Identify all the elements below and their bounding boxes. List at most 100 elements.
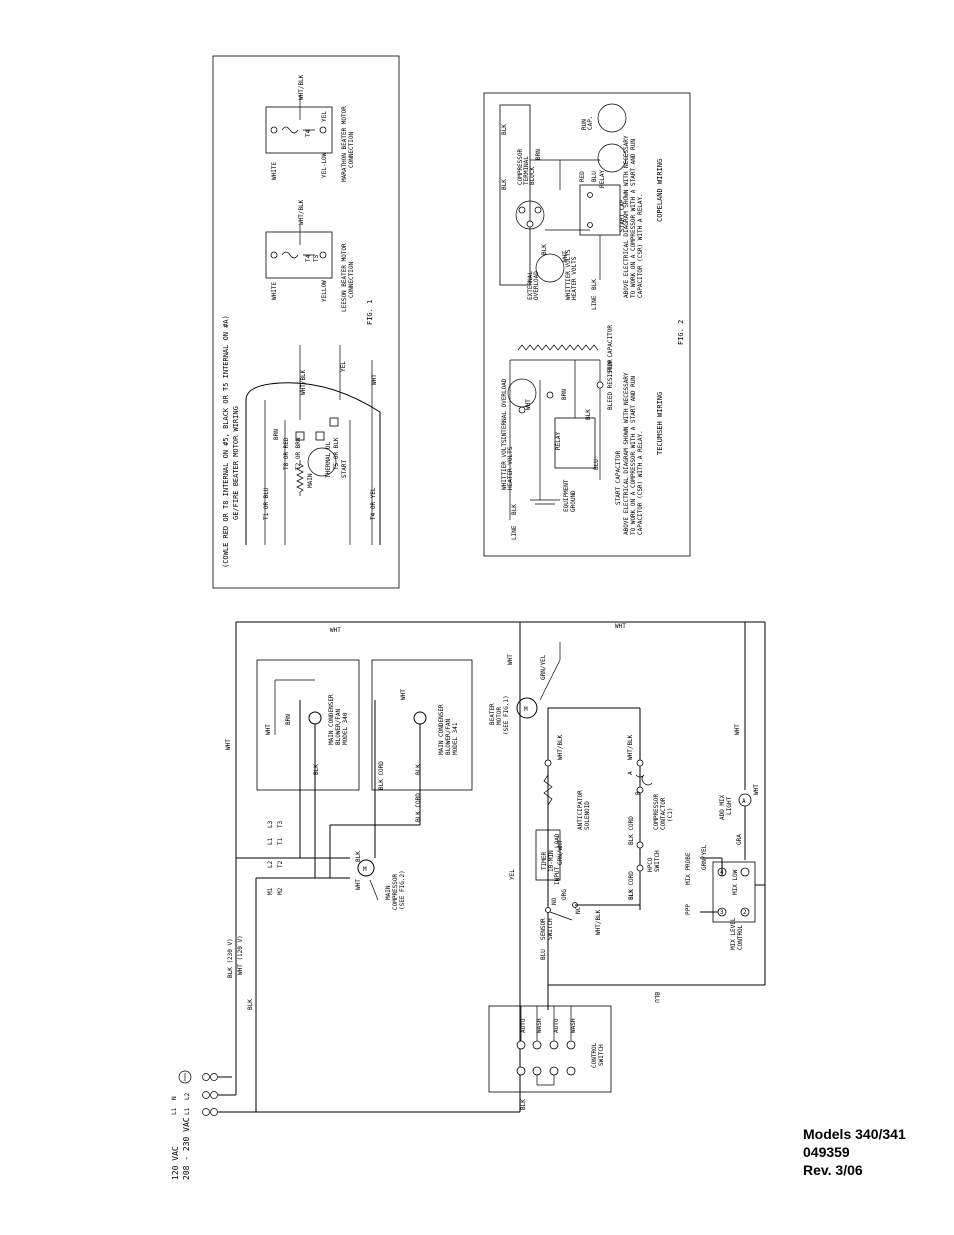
mix-low: MIX LOW <box>732 869 739 895</box>
compressor-label-3: (SEE FIG.2) <box>399 870 406 910</box>
mix-t2: 2 <box>743 909 747 916</box>
timer-input: INPUT <box>554 867 561 885</box>
supply-n: N <box>171 1096 178 1100</box>
switch-contact[interactable] <box>516 1040 526 1050</box>
fig1-t4-yel: T4 OR YEL <box>370 487 377 520</box>
antic-grn-wht: GRN/WHT <box>557 839 564 865</box>
copeland-blu: BLU <box>591 171 598 182</box>
beater-ground <box>539 659 561 701</box>
tecumseh-start-cap: START CAPACITOR <box>615 450 622 505</box>
tecumseh-whittier-2: HEATER VOLTS <box>507 446 514 490</box>
copeland-note-2: TO WORK ON A COMPRESSOR WITH A START AND… <box>630 139 637 298</box>
supply-l2: L2 <box>184 1092 191 1100</box>
label-wht-top2: WHT <box>615 623 626 630</box>
switch-contact[interactable] <box>516 1066 526 1076</box>
sensor-label-1: SENSOR <box>540 918 547 940</box>
tecumseh-terminal <box>518 406 526 414</box>
fig1-main-label: MAIN <box>307 473 314 488</box>
fig1-label: FIG. 1 <box>366 300 374 325</box>
fig1-start-label: START <box>341 460 348 478</box>
mix-terminal-a <box>740 867 750 877</box>
hpco-label-2: SWITCH <box>654 850 661 872</box>
tecumseh-bleed: BLEED RESISTOR <box>607 359 614 410</box>
contactor-wht-blk: WHT/BLK <box>627 734 634 760</box>
contactor-terminals: L1 L2 L3 T1 T2 T3 M1 M2 <box>267 820 284 895</box>
copeland-blk3: BLK <box>541 244 548 255</box>
switch-contact[interactable] <box>566 1040 576 1050</box>
copeland-note-1: ABOVE ELECTRICAL DIAGRAM SHOWN WITH NECE… <box>623 135 630 298</box>
leeson-t5: T5 <box>313 254 320 262</box>
switch-auto2: AUTO <box>553 1018 560 1033</box>
tecumseh-run-cap-label: RUN CAPACITOR <box>607 325 614 372</box>
copeland-terminal <box>518 206 526 214</box>
fig1-header-line2: (COWLE RED OR T8 INTERNAL ON #5, BLACK O… <box>222 315 230 568</box>
contactor-label-2: CONTACTOR <box>660 797 667 830</box>
antic-wht-blk: WHT/BLK <box>557 734 564 760</box>
main-schematic: 120 VAC 208 - 230 VAC L1 L1 L2 N WHT BLK… <box>171 621 766 1180</box>
switch-auto: AUTO <box>520 1018 527 1033</box>
switch-contact[interactable] <box>549 1066 559 1076</box>
tecumseh-ground-2: GROUND <box>570 490 577 512</box>
tecumseh-title: TECUMSEH WIRING <box>656 392 664 455</box>
supply-l1b: L1 <box>184 1107 191 1115</box>
contactor-a: A <box>627 771 634 775</box>
fig1-t2-brn: T2 OR BRN <box>295 437 302 470</box>
tecumseh-brn: BRN <box>561 389 568 400</box>
marathon-caption-1: MARATHON BEATER MOTOR <box>341 106 348 182</box>
copeland-relay-label: RELAY <box>599 170 606 188</box>
leeson-winding <box>281 251 315 259</box>
supply-plugs <box>202 1073 218 1116</box>
add-mix-wht2: WHT <box>753 784 760 795</box>
condenser-341-blk-label: BLK <box>415 764 422 775</box>
term-m2: M2 <box>277 887 284 895</box>
copeland-blk: BLK <box>501 124 508 135</box>
fig1-wht: WHT <box>371 374 378 385</box>
copeland-comp-terminal-1: COMPRESSOR <box>517 148 524 185</box>
compressor-m: M <box>363 866 367 873</box>
tecumseh-blk: BLK <box>511 504 518 515</box>
copeland-red: RED <box>579 171 586 182</box>
sensor-wht-blk: WHT/BLK <box>595 909 602 935</box>
switch-contact[interactable] <box>532 1066 542 1076</box>
fig1-brn: BRN <box>273 429 280 440</box>
hpco-blk-cord2: BLK CORD <box>628 871 635 900</box>
add-mix-light-a: A <box>742 798 746 805</box>
tecumseh-whittier-1: WHITTIER VOLTS <box>501 439 508 490</box>
label-yel: YEL <box>509 869 516 880</box>
antic-solenoid-coil <box>543 774 553 806</box>
copeland-blk4: BLK <box>591 279 598 290</box>
switch-contact[interactable] <box>549 1040 559 1050</box>
antic-label-1: ANTICIPATOR <box>577 790 584 830</box>
sensor-blu: BLU <box>540 949 547 960</box>
contactor-terminal <box>636 786 644 794</box>
switch-contact[interactable] <box>532 1040 542 1050</box>
marathon-wht-blk: WHT/BLK <box>298 74 305 100</box>
fig1-start-winding <box>307 447 337 477</box>
beater-wht: WHT <box>507 654 514 665</box>
hpco-terminal <box>636 864 644 872</box>
condenser-341-label-1: MAIN CONDENSER <box>438 704 445 755</box>
copeland-run-cap-2: CAP. <box>587 116 594 130</box>
switch-contact[interactable] <box>566 1066 576 1076</box>
fig1-t8-red: T8 OR RED <box>283 437 290 470</box>
mix-probe: MIX PROBE <box>685 852 692 885</box>
fig2-label: FIG. 2 <box>677 320 685 345</box>
copeland-brn: BRN <box>535 149 542 160</box>
compressor-label-2: COMPRESSOR <box>392 873 399 910</box>
condenser-340-motor <box>308 711 322 725</box>
fig2-border <box>483 92 691 557</box>
copeland-comp-terminal-3: BLOCK <box>529 167 536 185</box>
marathon-connection-box <box>265 106 333 154</box>
compressor-ground <box>369 879 379 901</box>
fig1-border <box>212 55 400 589</box>
tecumseh-ground-1: EQUIPMENT <box>563 479 570 512</box>
fig1-wht-blk: WHT/BLK <box>300 369 307 395</box>
hpco-blk-cord: BLK CORD <box>628 816 635 845</box>
fig1-terminal <box>329 417 339 427</box>
tecumseh-line: LINE <box>511 525 518 540</box>
contactor-label-3: (C1) <box>667 808 674 822</box>
fig1-t1-blu: T1 OR BLU <box>263 487 270 520</box>
part-number: 049359 <box>803 1144 850 1160</box>
fig1-main-winding <box>296 460 304 496</box>
plug-pin <box>210 1091 218 1099</box>
